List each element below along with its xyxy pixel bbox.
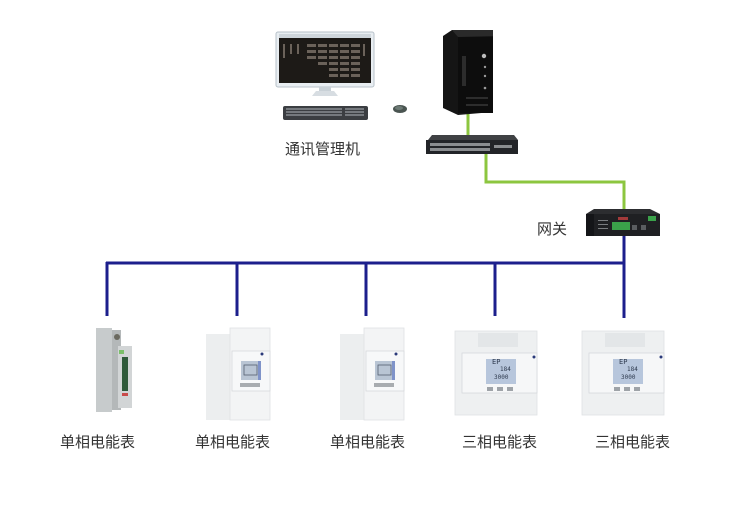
meter-5-label: 三相电能表 [595, 433, 671, 451]
meter-3-label: 单相电能表 [330, 433, 406, 451]
workstation-label: 通讯管理机 [285, 140, 361, 158]
meter-4-display-line-3: 3000 [494, 374, 509, 381]
meter-2-label: 单相电能表 [195, 433, 271, 451]
meter-5-display-line-1: EP [619, 358, 628, 366]
meter-5-display-line-3: 3000 [621, 374, 636, 381]
meter-4-label: 三相电能表 [462, 433, 538, 451]
switch-gateway-link [484, 154, 626, 212]
gateway-label: 网关 [537, 220, 568, 238]
meter-4-display-line-2: 184 [500, 366, 511, 373]
meter-4-display-line-1: EP [492, 358, 501, 366]
meter-1-label: 单相电能表 [60, 433, 136, 451]
meter-5-display-line-2: 184 [627, 366, 638, 373]
